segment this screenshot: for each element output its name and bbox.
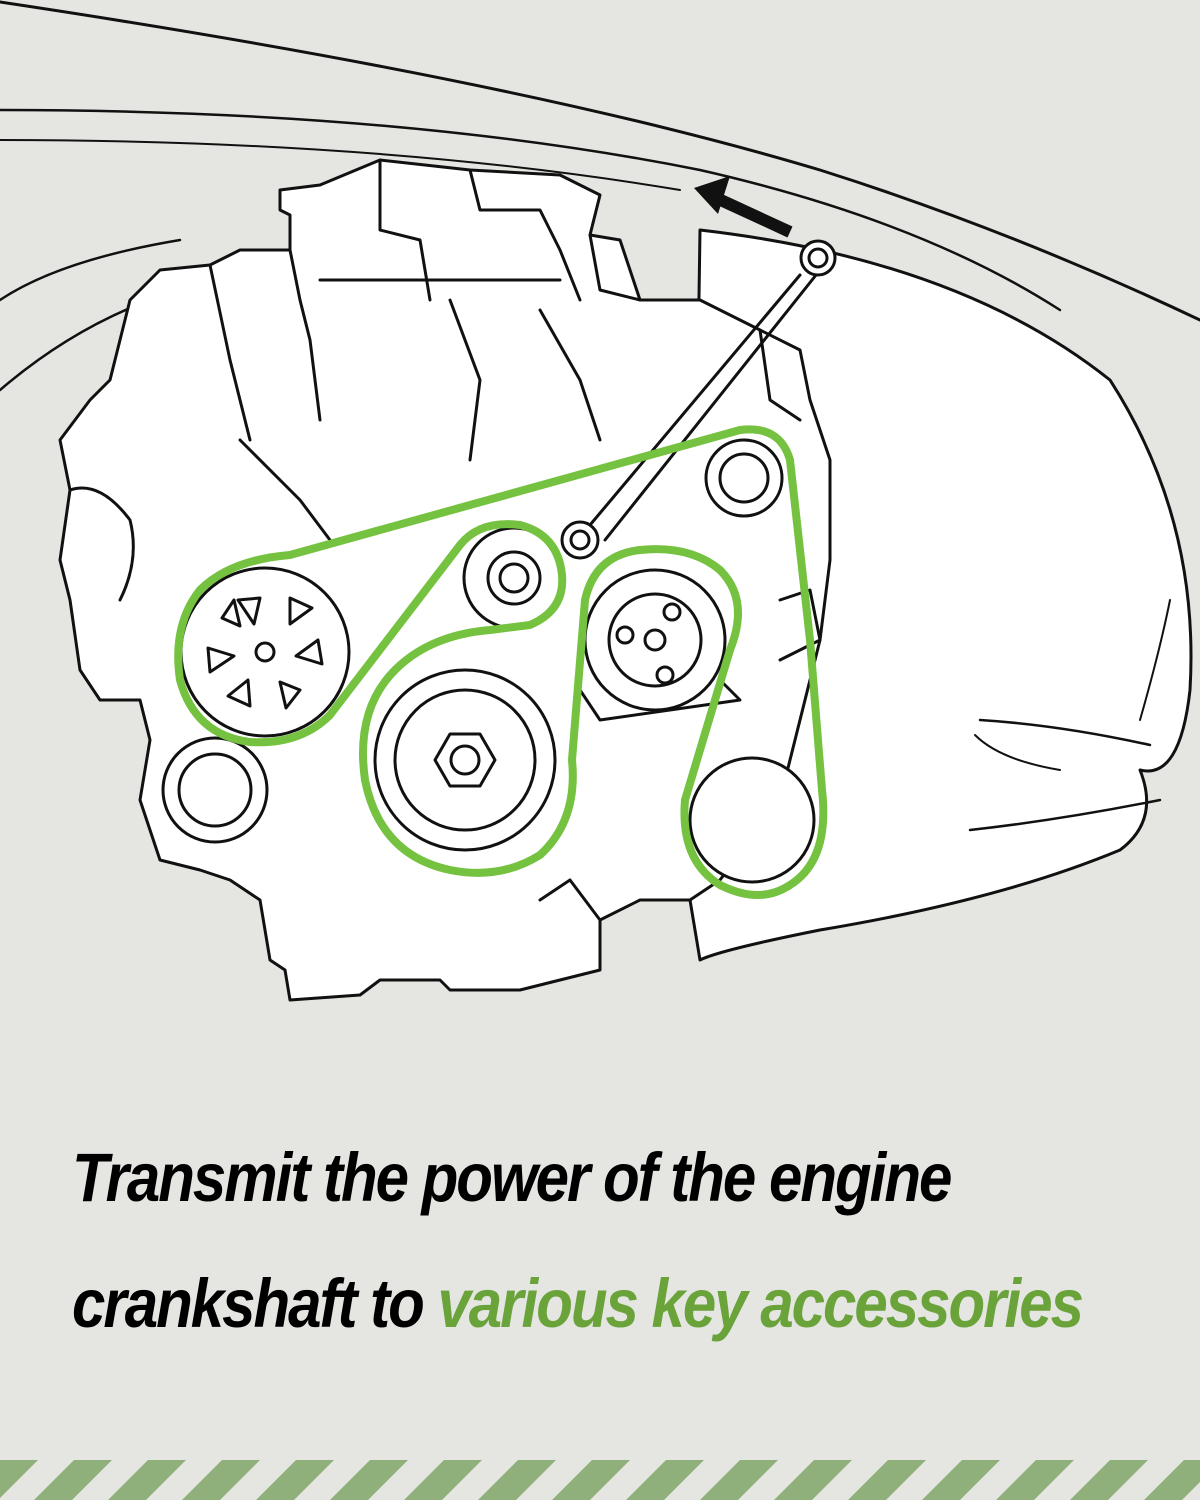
hazard-stripe-band	[0, 1460, 1200, 1500]
stripe	[996, 1460, 1074, 1500]
engine-detail-4	[468, 168, 582, 302]
caption-line-2-plain: crankshaft to	[72, 1264, 438, 1342]
bumper-groove-3	[968, 798, 1162, 832]
body-curve-left	[0, 238, 182, 302]
stripe	[108, 1460, 186, 1500]
bracket	[578, 678, 742, 722]
engine-detail-12	[538, 878, 602, 922]
engine-detail-7	[238, 438, 332, 542]
stripe	[774, 1460, 852, 1500]
fender-line-lower	[0, 139, 681, 191]
stripe	[0, 1460, 38, 1498]
water-pump-pulley	[179, 566, 351, 738]
engine-detail-5	[588, 233, 642, 302]
alternator-pulley	[583, 568, 727, 712]
bumper-groove-2	[974, 734, 1061, 771]
tensioner-bolt	[560, 520, 600, 560]
engine-detail-9	[538, 308, 602, 442]
rod-end-eye-inner	[807, 247, 829, 269]
engine-detail-13	[778, 588, 822, 662]
engine-detail-3	[378, 158, 432, 302]
arrow-up-left-icon	[694, 176, 793, 238]
serpentine-belt	[174, 425, 828, 899]
stripe	[256, 1460, 334, 1500]
engine-detail-8	[448, 298, 482, 462]
fender-line-upper	[0, 108, 1062, 312]
hood-edge	[0, 0, 1200, 322]
stripe	[1070, 1460, 1148, 1500]
stripe	[626, 1460, 704, 1500]
stripe	[700, 1460, 778, 1500]
engine-detail-11	[68, 486, 135, 602]
stripe	[404, 1460, 482, 1500]
stripe	[1144, 1460, 1200, 1500]
rod-end-eye	[799, 239, 837, 277]
caption-line-1: Transmit the power of the engine	[72, 1138, 952, 1216]
stripe	[34, 1460, 112, 1500]
belt-outer-loop	[174, 425, 828, 899]
stripe	[848, 1460, 926, 1500]
caption-highlight: various key accessories	[437, 1264, 1083, 1342]
stripe	[478, 1460, 556, 1500]
idler-pulley-top-right	[704, 438, 784, 518]
engine-detail-10	[758, 328, 802, 422]
tensioner-bolt-inner	[569, 529, 591, 551]
bumper-groove-4	[1139, 599, 1171, 721]
engine-belt-diagram	[0, 0, 1200, 1002]
compressor-pulley	[688, 756, 816, 884]
idler-pulley-upper	[462, 526, 566, 630]
engine-detail-2	[288, 248, 322, 422]
stripe	[922, 1460, 1000, 1500]
crankshaft-pulley	[373, 668, 557, 852]
stripe	[330, 1460, 408, 1500]
engine-detail-1	[208, 263, 252, 442]
tensioner-rod	[588, 268, 822, 542]
bumper-groove-1	[978, 718, 1152, 747]
caption-line-2: crankshaft to various key accessories	[72, 1263, 1084, 1346]
power-steering-pulley	[161, 736, 269, 844]
stripe	[182, 1460, 260, 1500]
stripe	[552, 1460, 630, 1500]
